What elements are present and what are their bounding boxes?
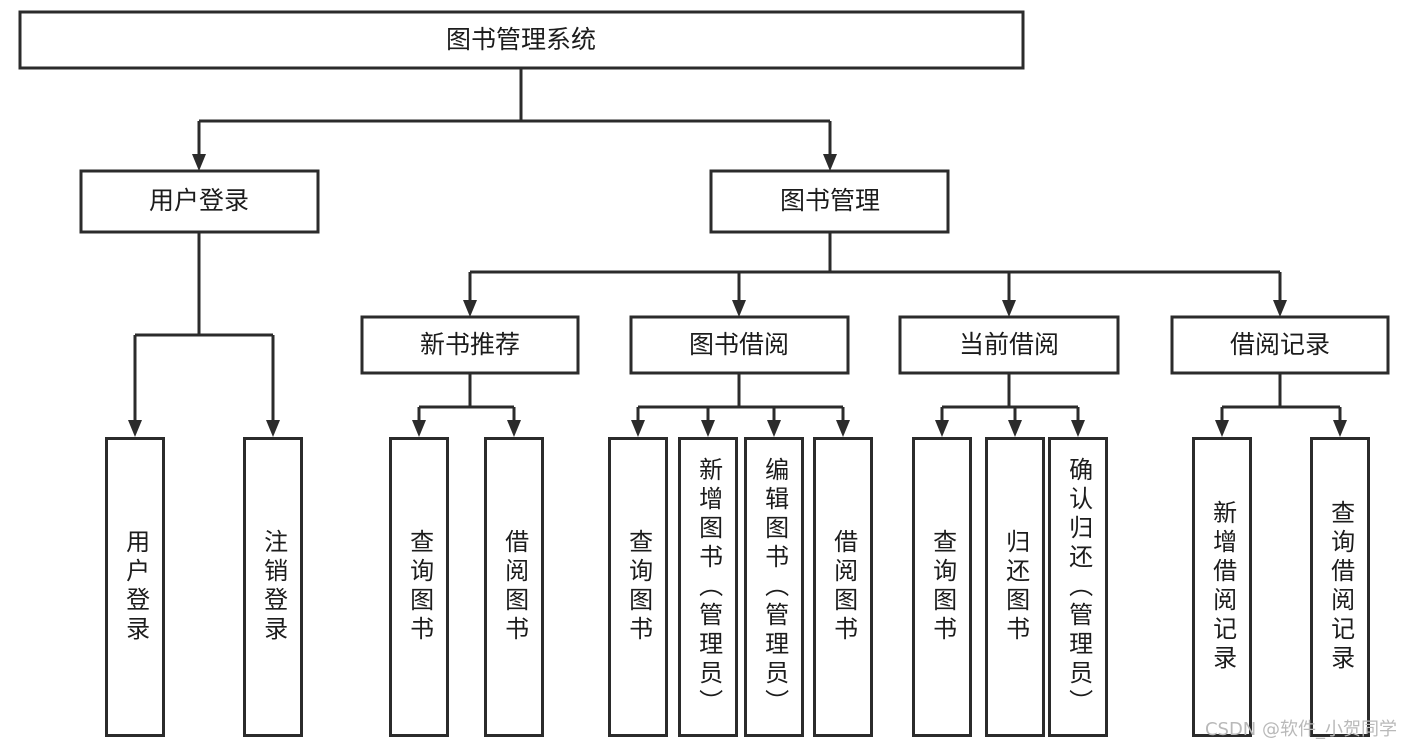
node-borrow-record-box[interactable] [1170,315,1390,375]
node-book-management-box[interactable] [709,169,950,234]
leaf-node-borrow-book-bb[interactable]: 借阅图书 [813,437,873,737]
arrowhead-bb-leaf1 [631,420,645,437]
leaf-node-query-book-bb[interactable]: 查询图书 [608,437,668,737]
connectors-new-book-rec-children [412,373,521,437]
arrowhead-leaf-user-login [128,420,142,437]
node-borrow-record[interactable]: 借阅记录 [1170,315,1390,375]
node-root[interactable]: 图书管理系统 [18,10,1025,70]
arrowhead-nbr-leaf1 [412,420,426,437]
node-current-borrow-label: 当前借阅 [959,330,1059,359]
arrowhead-cb-leaf2 [1008,420,1022,437]
leaf-label-confirm-return-admin: 确认归还（管理员） [1064,456,1093,718]
leaf-label-query-borrow-record: 查询借阅记录 [1326,500,1355,674]
leaf-label-borrow-book-bb: 借阅图书 [829,529,858,645]
leaf-label-return-book: 归还图书 [1001,529,1030,645]
node-current-borrow-box[interactable] [898,315,1120,375]
arrowhead-cb-leaf1 [935,420,949,437]
node-borrow-record-label: 借阅记录 [1230,330,1330,359]
arrowhead-br-leaf1 [1215,420,1229,437]
node-user-login-label: 用户登录 [149,186,249,215]
leaf-node-query-book-nbr[interactable]: 查询图书 [389,437,449,737]
leaf-node-logout[interactable]: 注销登录 [243,437,303,737]
node-root-label: 图书管理系统 [446,25,596,54]
connectors-root-to-level2 [192,68,837,171]
arrowhead-user-login [192,154,206,171]
node-user-login[interactable]: 用户登录 [79,169,320,234]
arrowhead-bb-leaf4 [836,420,850,437]
leaf-node-user-login[interactable]: 用户登录 [105,437,165,737]
leaf-label-query-book-cb: 查询图书 [928,529,957,645]
leaf-label-logout: 注销登录 [259,529,288,645]
node-book-management-label: 图书管理 [780,186,880,215]
node-book-management[interactable]: 图书管理 [709,169,950,234]
arrowhead-current-borrow [1002,300,1016,317]
arrowhead-nbr-leaf2 [507,420,521,437]
leaf-node-confirm-return-admin[interactable]: 确认归还（管理员） [1048,437,1108,737]
arrowhead-br-leaf2 [1333,420,1347,437]
connectors-book-mgmt-children [463,232,1287,317]
connectors-borrow-record-children [1215,373,1347,437]
arrowhead-leaf-logout [266,420,280,437]
leaf-label-edit-book-admin: 编辑图书（管理员） [760,456,789,718]
csdn-watermark: CSDN @软件_小贺同学 [1204,719,1397,740]
node-book-borrow-box[interactable] [629,315,850,375]
leaf-node-borrow-book-nbr[interactable]: 借阅图书 [484,437,544,737]
connectors-current-borrow-children [935,373,1085,437]
node-new-book-recommend-label: 新书推荐 [420,330,520,359]
leaf-label-query-book-bb: 查询图书 [624,529,653,645]
leaf-label-add-book-admin: 新增图书（管理员） [694,456,723,718]
leaf-label-add-borrow-record: 新增借阅记录 [1208,500,1237,674]
leaf-node-query-borrow-record[interactable]: 查询借阅记录 [1310,437,1370,737]
leaf-node-return-book[interactable]: 归还图书 [985,437,1045,737]
leaf-node-query-book-cb[interactable]: 查询图书 [912,437,972,737]
arrowhead-new-book-rec [463,300,477,317]
node-book-borrow-label: 图书借阅 [689,330,789,359]
connectors-user-login-children [128,232,280,437]
arrowhead-book-mgmt [823,154,837,171]
node-root-box[interactable] [18,10,1025,70]
node-book-borrow[interactable]: 图书借阅 [629,315,850,375]
arrowhead-cb-leaf3 [1071,420,1085,437]
leaf-label-borrow-book-nbr: 借阅图书 [500,529,529,645]
leaf-node-add-borrow-record[interactable]: 新增借阅记录 [1192,437,1252,737]
connectors-book-borrow-children [631,373,850,437]
arrowhead-bb-leaf3 [767,420,781,437]
node-new-book-recommend[interactable]: 新书推荐 [360,315,580,375]
arrowhead-book-borrow [732,300,746,317]
leaf-node-edit-book-admin[interactable]: 编辑图书（管理员） [744,437,804,737]
node-current-borrow[interactable]: 当前借阅 [898,315,1120,375]
arrowhead-bb-leaf2 [701,420,715,437]
leaf-label-user-login: 用户登录 [121,529,150,645]
leaf-label-query-book-nbr: 查询图书 [405,529,434,645]
node-new-book-recommend-box[interactable] [360,315,580,375]
arrowhead-borrow-record [1273,300,1287,317]
leaf-node-add-book-admin[interactable]: 新增图书（管理员） [678,437,738,737]
node-user-login-box[interactable] [79,169,320,234]
